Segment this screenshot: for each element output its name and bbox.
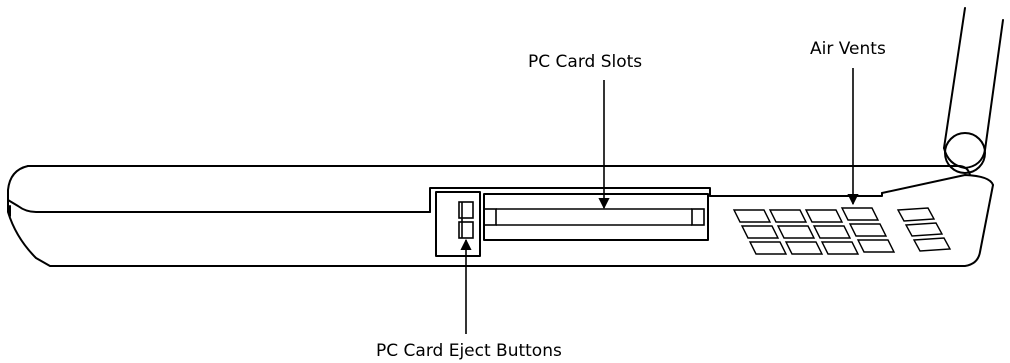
label-pc-card-eject-buttons: PC Card Eject Buttons [376, 341, 562, 361]
pc-card-slots [484, 194, 708, 240]
antenna [944, 8, 1003, 173]
label-pc-card-slots: PC Card Slots [528, 52, 642, 72]
pc-card-slot-housing [430, 188, 710, 256]
air-vents [734, 208, 950, 254]
eject-button-top [459, 202, 473, 218]
eject-button-bottom [459, 222, 473, 238]
label-air-vents: Air Vents [810, 39, 886, 59]
